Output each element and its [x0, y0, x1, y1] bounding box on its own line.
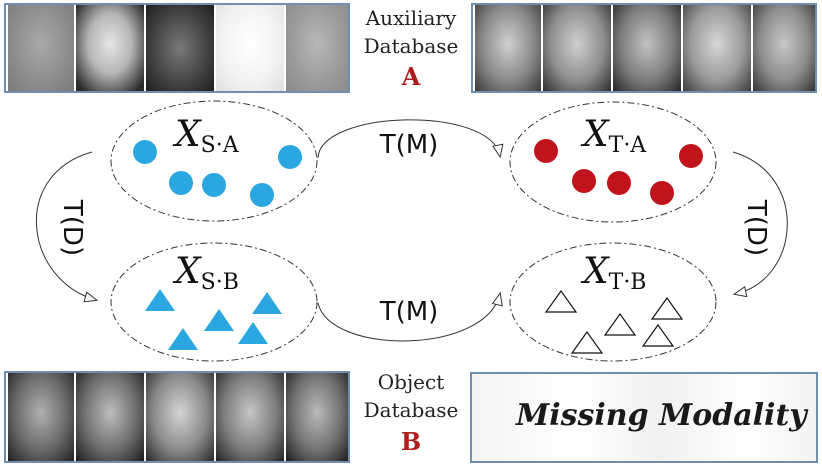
sample-circle — [534, 139, 558, 163]
face-image — [8, 373, 74, 461]
top-transform-label: T(M) — [379, 130, 439, 160]
target-a-markers — [534, 139, 703, 205]
right-mapping-arrow — [733, 151, 788, 294]
face-image — [146, 373, 214, 461]
source-a-cluster — [110, 100, 318, 222]
source-a-markers — [133, 140, 302, 207]
sample-triangle — [238, 322, 268, 344]
face-image — [76, 5, 144, 91]
sample-circle — [607, 171, 631, 195]
face-image — [216, 373, 284, 461]
sample-triangle — [650, 296, 684, 320]
face-image — [613, 5, 681, 91]
sample-circle — [278, 145, 302, 169]
face-image — [475, 5, 541, 91]
left-transform-label: T(D) — [57, 199, 87, 256]
object-line1: Object — [377, 370, 445, 394]
sample-triangle — [168, 328, 198, 350]
target-a-subscript: T·A — [609, 133, 648, 158]
face-image — [286, 373, 348, 461]
face-image — [543, 5, 611, 91]
sample-triangle — [570, 330, 604, 354]
sample-triangle — [544, 289, 578, 313]
target-b-base: X — [580, 251, 610, 292]
sample-triangle — [641, 323, 675, 347]
bottom-transform-label: T(M) — [379, 297, 439, 327]
sample-circle — [572, 169, 596, 193]
auxiliary-line2: Database — [363, 34, 459, 58]
missing-modality-text: Missing Modality — [516, 398, 807, 433]
target-b-markers — [544, 289, 684, 354]
sample-triangle — [603, 312, 637, 336]
source-b-markers — [145, 289, 282, 350]
source-a-subscript: S·A — [201, 133, 240, 158]
source-a-label: XS·A — [172, 114, 240, 158]
auxiliary-source-faces-panel — [4, 3, 350, 93]
sample-circle — [202, 173, 226, 197]
face-image — [76, 373, 144, 461]
face-image — [753, 5, 815, 91]
source-b-base: X — [172, 251, 202, 292]
top-mapping-arrow — [317, 119, 500, 158]
missing-modality-panel: Missing Modality — [470, 372, 818, 463]
face-image — [683, 5, 751, 91]
object-line2: Database — [363, 398, 459, 422]
face-image — [286, 5, 348, 91]
sample-triangle — [252, 292, 282, 314]
sample-triangle — [204, 309, 234, 331]
source-b-subscript: S·B — [201, 270, 239, 295]
face-image — [146, 5, 214, 91]
sample-circle — [679, 144, 703, 168]
face-image — [216, 5, 284, 91]
sample-circle — [133, 140, 157, 164]
target-b-cluster — [509, 242, 717, 362]
object-database-label: Object Database B — [352, 368, 470, 460]
right-transform-label: T(D) — [741, 199, 771, 256]
sample-circle — [650, 181, 674, 205]
auxiliary-line1: Auxiliary — [365, 6, 457, 30]
target-a-base: X — [580, 114, 610, 155]
target-b-label: XT·B — [580, 251, 646, 295]
source-b-cluster — [110, 242, 318, 362]
source-b-label: XS·B — [172, 251, 239, 295]
sample-circle — [169, 171, 193, 195]
sample-circle — [250, 183, 274, 207]
target-a-cluster — [509, 101, 717, 223]
auxiliary-database-label: Auxiliary Database A — [352, 4, 470, 94]
auxiliary-letter: A — [401, 62, 421, 91]
source-a-base: X — [172, 114, 202, 155]
sample-triangle — [145, 289, 175, 311]
object-source-faces-panel — [4, 371, 350, 463]
left-mapping-arrow — [35, 151, 96, 300]
face-image — [8, 5, 74, 91]
bottom-mapping-arrow — [317, 294, 500, 342]
object-letter: B — [400, 427, 422, 456]
target-b-subscript: T·B — [609, 270, 647, 295]
auxiliary-target-faces-panel — [471, 3, 817, 93]
target-a-label: XT·A — [580, 114, 647, 158]
